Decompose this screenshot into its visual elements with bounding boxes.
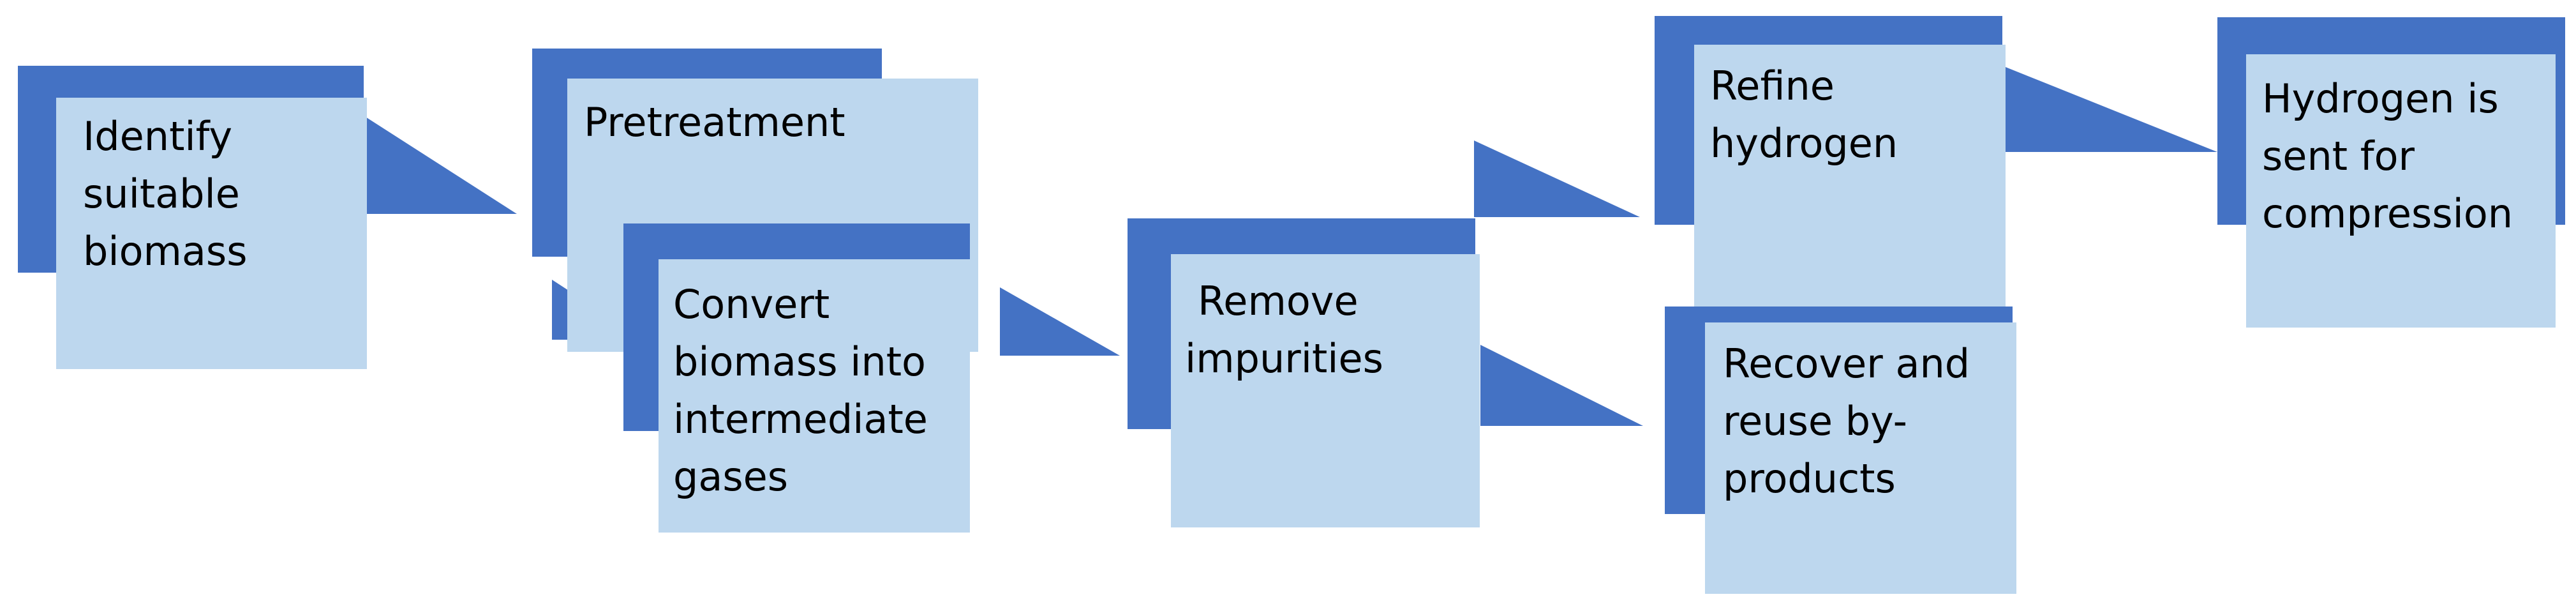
label-line: Pretreatment — [584, 99, 845, 146]
step-label: Hydrogen is sent for compression — [2262, 70, 2513, 243]
step-box — [56, 98, 367, 369]
label-line: suitable — [83, 170, 240, 217]
arrow-refine-to-compression — [2006, 67, 2217, 152]
step-box — [1705, 322, 2016, 594]
step-label: Pretreatment — [584, 94, 845, 151]
label-line: sent for — [2262, 133, 2415, 179]
step-box — [2246, 54, 2556, 328]
arrow-convert-to-remove — [1000, 287, 1120, 356]
step-label: Remove impurities — [1185, 273, 1383, 388]
label-line: compression — [2262, 190, 2513, 237]
label-line: Refine — [1710, 63, 1835, 109]
label-line: intermediate — [673, 396, 928, 443]
label-line: biomass — [83, 228, 248, 275]
arrow-identify-to-pretreatment — [361, 114, 517, 214]
label-line: gases — [673, 453, 789, 500]
label-line: impurities — [1185, 335, 1383, 382]
step-box — [659, 259, 970, 533]
label-line: hydrogen — [1710, 120, 1898, 167]
step-box — [1171, 254, 1480, 527]
step-label: Refine hydrogen — [1710, 57, 1898, 172]
label-line: biomass into — [673, 338, 926, 385]
step-label: Recover and reuse by- products — [1723, 335, 1970, 508]
step-label: Identify suitable biomass — [83, 108, 248, 280]
step-label: Convert biomass into intermediate gases — [673, 276, 928, 506]
arrow-remove-to-recover — [1480, 345, 1643, 426]
label-line: Identify — [83, 113, 233, 160]
step-box — [1694, 45, 2006, 316]
label-line: reuse by- — [1723, 398, 1908, 444]
label-line: Remove — [1198, 278, 1359, 324]
arrow-remove-to-refine — [1474, 140, 1640, 217]
label-line: Convert — [673, 281, 830, 328]
label-line: products — [1723, 455, 1896, 502]
label-line: Recover and — [1723, 340, 1970, 387]
label-line: Hydrogen is — [2262, 75, 2499, 122]
